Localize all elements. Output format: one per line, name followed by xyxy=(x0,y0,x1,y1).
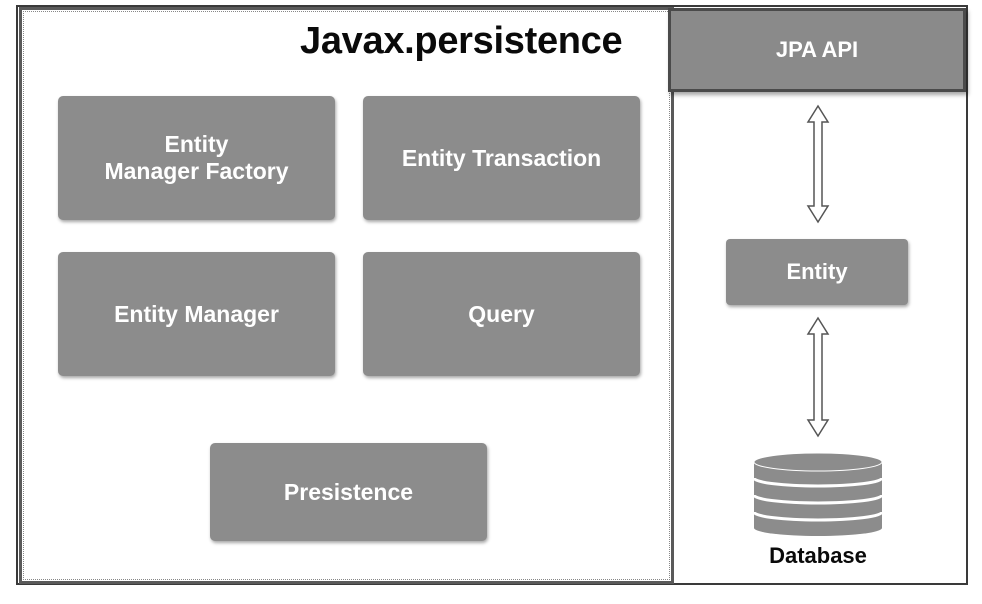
database-label: Database xyxy=(769,543,867,568)
entity-box: Entity xyxy=(726,239,908,305)
double-arrow-api-entity xyxy=(806,104,830,224)
package-title: Javax.persistence xyxy=(300,20,623,62)
box-label: Entity Transaction xyxy=(401,144,602,171)
box-label: Query xyxy=(468,300,535,327)
entity-transaction-box: Entity Transaction xyxy=(363,96,640,220)
jpa-api-label: JPA API xyxy=(775,37,859,62)
box-label: Entity Manager xyxy=(114,300,279,327)
query-box: Query xyxy=(363,252,640,376)
entity-manager-box: Entity Manager xyxy=(58,252,335,376)
database-icon xyxy=(752,452,884,536)
box-label: Presistence xyxy=(283,478,414,505)
persistence-box: Presistence xyxy=(210,443,487,541)
entity-label: Entity xyxy=(786,259,848,284)
box-label-line: Manager Factory xyxy=(104,158,289,184)
persistence-package xyxy=(19,7,674,584)
double-arrow-entity-database xyxy=(806,316,830,438)
entity-manager-factory-box: Entity Manager Factory xyxy=(58,96,335,220)
jpa-api-box: JPA API xyxy=(668,8,966,92)
box-label-line: Entity xyxy=(164,131,229,157)
